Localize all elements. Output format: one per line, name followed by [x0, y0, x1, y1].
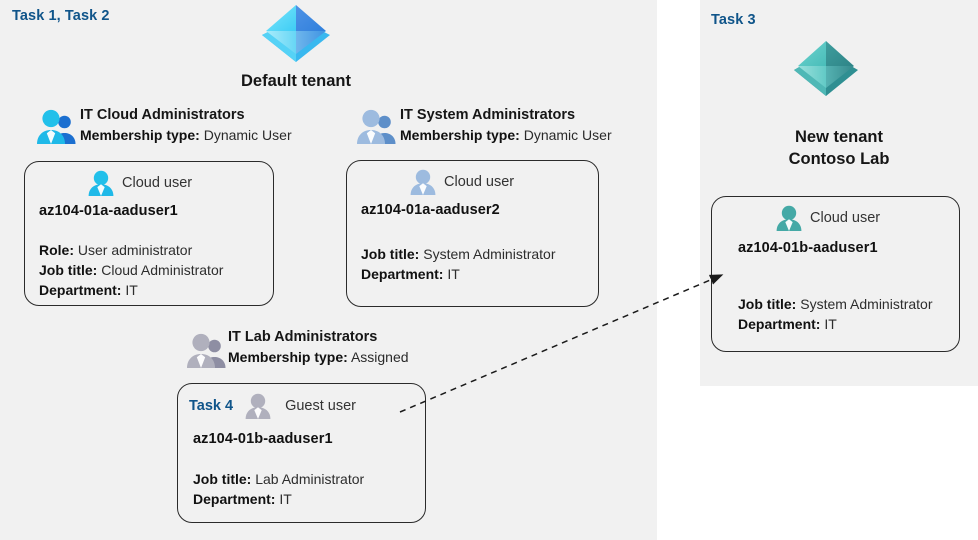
attr-value: Cloud Administrator: [101, 261, 224, 278]
user-attributes: Job title: System Administrator Departme…: [738, 295, 933, 335]
attr-label: Department:: [39, 281, 122, 298]
attr-value: Lab Administrator: [255, 471, 365, 487]
group-name: IT Cloud Administrators: [80, 107, 245, 123]
user-type-label: Cloud user: [122, 175, 193, 191]
group-it-cloud-administrators: IT Cloud Administrators Membership type:…: [80, 106, 292, 144]
attr-label: Job title:: [193, 471, 252, 487]
membership-type-value: Dynamic User: [523, 127, 612, 144]
attr-value: IT: [279, 490, 292, 507]
attr-label: Department:: [738, 315, 821, 332]
task-label-3: Task 3: [711, 12, 756, 28]
membership-type-label: Membership type:: [400, 127, 520, 144]
attr-value: IT: [447, 265, 460, 282]
membership-type-label: Membership type:: [80, 127, 200, 144]
cloud-user-icon: [775, 205, 803, 231]
card-header: Task 4 Guest user: [189, 393, 356, 419]
user-name: az104-01b-aaduser1: [193, 431, 333, 447]
group-membership-type: Membership type: Assigned: [228, 348, 409, 366]
group-people-icon: [36, 107, 80, 147]
default-tenant-name: Default tenant: [240, 72, 351, 90]
default-tenant-panel: [0, 0, 657, 540]
card-header: Cloud user: [775, 205, 880, 231]
attr-value: IT: [125, 281, 138, 298]
attr-label: Job title:: [738, 296, 797, 312]
attr-label: Job title:: [361, 246, 420, 262]
user-card-az104-01a-aaduser1[interactable]: Cloud user az104-01a-aaduser1 Role: User…: [24, 161, 274, 306]
membership-type-value: Assigned: [350, 349, 409, 366]
user-card-az104-01a-aaduser2[interactable]: Cloud user az104-01a-aaduser2 Job title:…: [346, 160, 599, 307]
attr-row: Job title: System Administrator: [738, 295, 933, 315]
user-type-label: Cloud user: [810, 210, 881, 226]
group-it-lab-administrators: IT Lab Administrators Membership type: A…: [228, 328, 409, 366]
user-attributes: Job title: Lab Administrator Department:…: [193, 470, 364, 510]
attr-row: Role: User administrator: [39, 241, 223, 261]
group-membership-type: Membership type: Dynamic User: [400, 126, 612, 144]
user-attributes: Role: User administrator Job title: Clou…: [39, 241, 223, 301]
attr-value: System Administrator: [800, 296, 933, 312]
membership-type-label: Membership type:: [228, 349, 348, 366]
group-people-icon: [186, 331, 230, 371]
azure-ad-tenant-icon: [258, 2, 334, 64]
user-name: az104-01b-aaduser1: [738, 240, 878, 256]
attr-row: Department: IT: [361, 265, 556, 285]
user-type-label: Guest user: [285, 398, 356, 414]
new-tenant-name: New tenant Contoso Lab: [710, 126, 968, 171]
user-name: az104-01a-aaduser1: [39, 203, 178, 219]
cloud-user-icon: [87, 170, 115, 196]
attr-value: User administrator: [77, 242, 193, 258]
card-header: Cloud user: [87, 170, 192, 196]
group-name: IT Lab Administrators: [228, 329, 378, 345]
attr-row: Department: IT: [738, 315, 933, 335]
attr-row: Department: IT: [193, 490, 364, 510]
cloud-user-icon: [409, 169, 437, 195]
task-label-4: Task 4: [189, 398, 234, 414]
attr-label: Department:: [361, 265, 444, 282]
group-membership-type: Membership type: Dynamic User: [80, 126, 292, 144]
group-people-icon: [356, 107, 400, 147]
attr-value: IT: [824, 315, 837, 332]
new-tenant-name-line1: New tenant: [794, 128, 883, 146]
attr-label: Job title:: [39, 261, 98, 278]
new-tenant-name-line2: Contoso Lab: [788, 150, 890, 169]
attr-value: System Administrator: [423, 246, 556, 262]
attr-row: Job title: System Administrator: [361, 245, 556, 265]
guest-user-icon: [244, 393, 272, 419]
attr-row: Job title: Lab Administrator: [193, 470, 364, 490]
attr-label: Department:: [193, 490, 276, 507]
user-name: az104-01a-aaduser2: [361, 202, 500, 218]
card-header: Cloud user: [409, 169, 514, 195]
task-label-1-2: Task 1, Task 2: [12, 8, 110, 24]
azure-ad-tenant-icon: [790, 38, 862, 98]
attr-row: Job title: Cloud Administrator: [39, 261, 223, 281]
attr-row: Department: IT: [39, 281, 223, 301]
user-card-az104-01b-aaduser1-cloud[interactable]: Cloud user az104-01b-aaduser1 Job title:…: [711, 196, 960, 352]
group-it-system-administrators: IT System Administrators Membership type…: [400, 106, 612, 144]
membership-type-value: Dynamic User: [203, 127, 292, 144]
attr-label: Role:: [39, 242, 74, 258]
user-card-az104-01b-aaduser1-guest[interactable]: Task 4 Guest user az104-01b-aaduser1 Job…: [177, 383, 426, 523]
group-name: IT System Administrators: [400, 107, 576, 123]
user-attributes: Job title: System Administrator Departme…: [361, 245, 556, 285]
user-type-label: Cloud user: [444, 174, 515, 190]
